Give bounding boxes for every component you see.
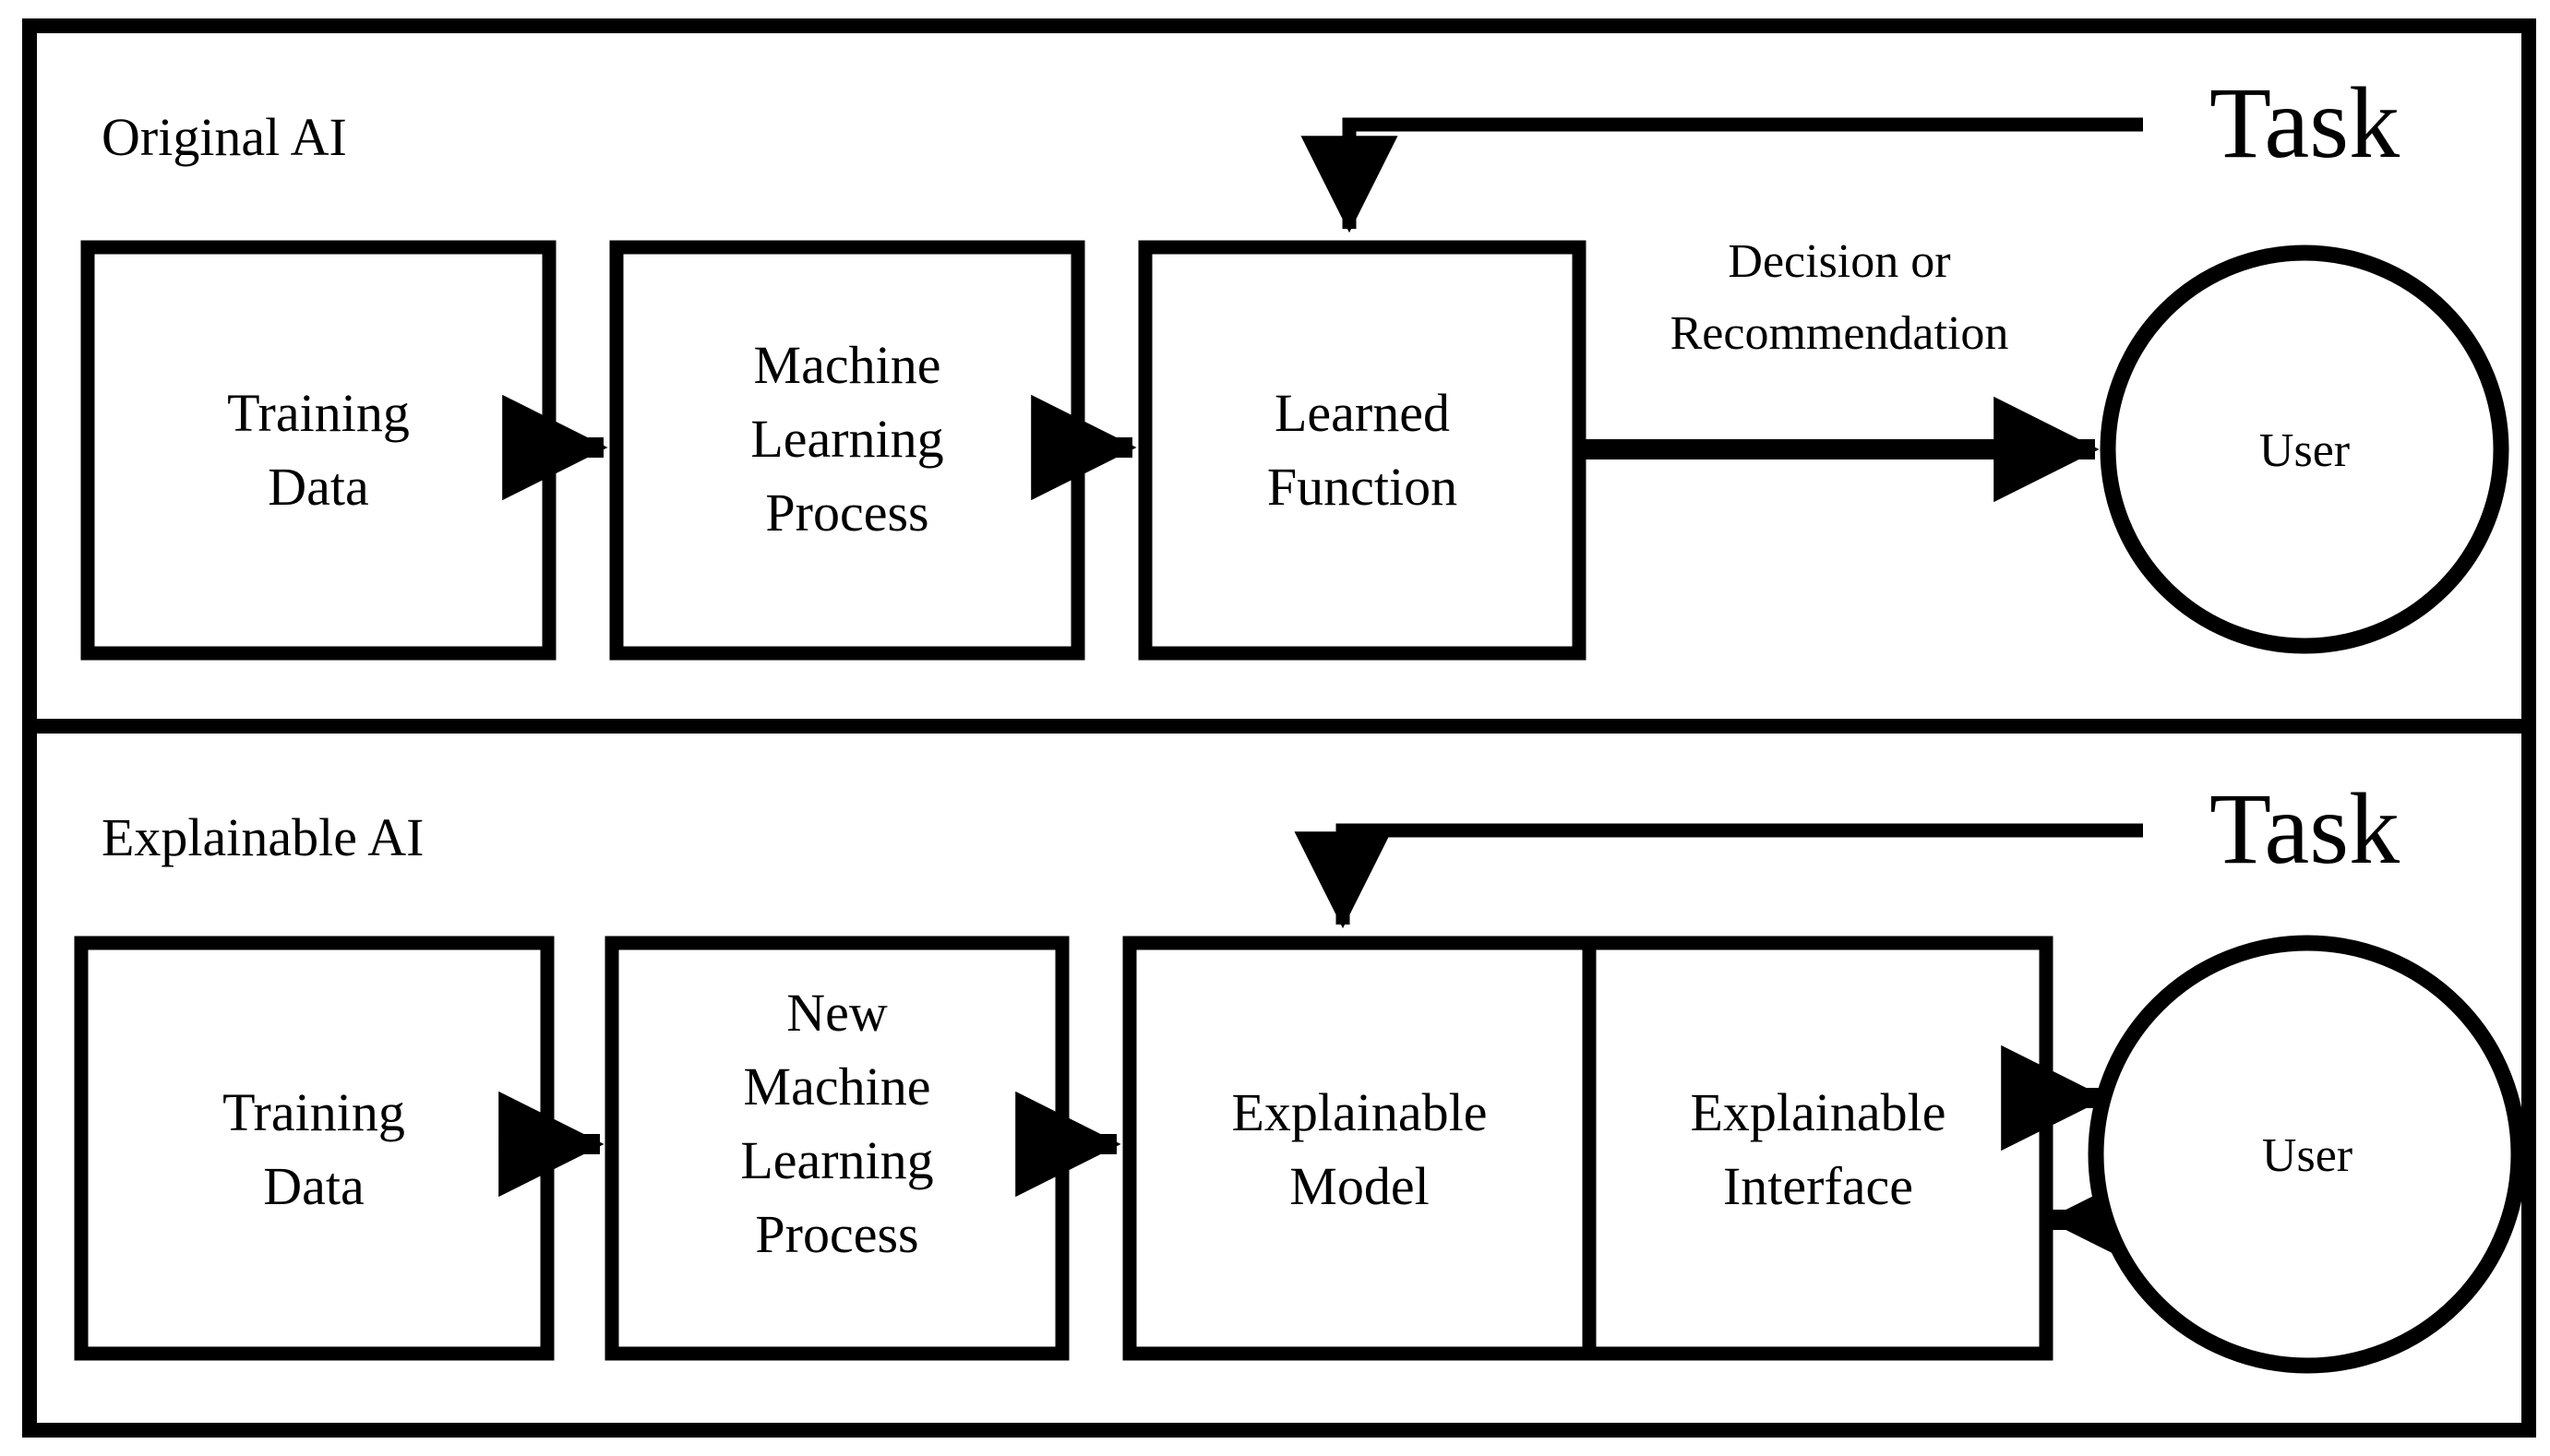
node-label-line-2: Data (263, 1156, 365, 1216)
panel-title-explainable-ai: Explainable AI (102, 807, 425, 867)
node-box (80, 240, 557, 661)
task-label-explainable: Task (2209, 772, 2400, 885)
node-label-line-4: Process (755, 1204, 918, 1264)
node-label-line-1: Explainable (1690, 1082, 1945, 1142)
node-user-explainable: User (2088, 935, 2527, 1374)
node-box (1138, 240, 1586, 661)
edge-label-line-1: Decision or (1728, 235, 1950, 288)
node-label-line-3: Learning (740, 1130, 933, 1190)
node-ml-process-original: Machine Learning Process (609, 240, 1085, 661)
node-learned-function-original: Learned Function (1138, 240, 1586, 661)
node-label-line-2: Model (1289, 1156, 1429, 1216)
edge-label-decision-recommendation: Decision or Recommendation (1670, 235, 2009, 360)
node-label-line-1: Machine (754, 335, 941, 395)
task-label-original: Task (2209, 66, 2400, 179)
task-arrow-original (1300, 117, 2143, 233)
node-label-user: User (2259, 424, 2350, 477)
node-label-line-1: New (786, 983, 888, 1043)
node-label-line-1: Training (227, 383, 410, 443)
node-box (609, 240, 1085, 661)
node-label-line-2: Machine (744, 1056, 931, 1116)
node-label-user: User (2262, 1129, 2352, 1182)
node-label-line-2: Interface (1723, 1156, 1913, 1216)
node-new-ml-process-explainable: New Machine Learning Process (605, 936, 1070, 1361)
node-explainable-model: Explainable Model (1231, 1082, 1487, 1216)
panel-title-original-ai: Original AI (102, 107, 347, 167)
panel-explainable-ai: Explainable AI Task Training Data New Ma… (74, 772, 2527, 1374)
node-box (605, 936, 1070, 1361)
node-explainable-model-interface-group: Explainable Model Explainable Interface (1122, 936, 2053, 1361)
user-circle (2100, 245, 2509, 654)
node-label-line-2: Data (268, 457, 369, 517)
node-label-line-2: Learning (750, 409, 943, 469)
node-label-line-1: Training (222, 1082, 405, 1142)
node-explainable-interface: Explainable Interface (1690, 1082, 1945, 1216)
node-label-line-2: Function (1267, 457, 1457, 517)
node-label-line-1: Learned (1275, 383, 1450, 443)
node-user-original: User (2100, 245, 2509, 654)
task-arrow-explainable (1294, 823, 2143, 929)
node-training-data-explainable: Training Data (74, 936, 555, 1361)
node-training-data-original: Training Data (80, 240, 557, 661)
node-label-line-3: Process (765, 483, 928, 543)
panel-original-ai: Original AI Task Training Data Machine L… (80, 66, 2509, 661)
edge-label-line-2: Recommendation (1670, 307, 2009, 360)
node-label-line-1: Explainable (1231, 1082, 1487, 1142)
node-box (74, 936, 555, 1361)
user-circle (2088, 935, 2527, 1374)
